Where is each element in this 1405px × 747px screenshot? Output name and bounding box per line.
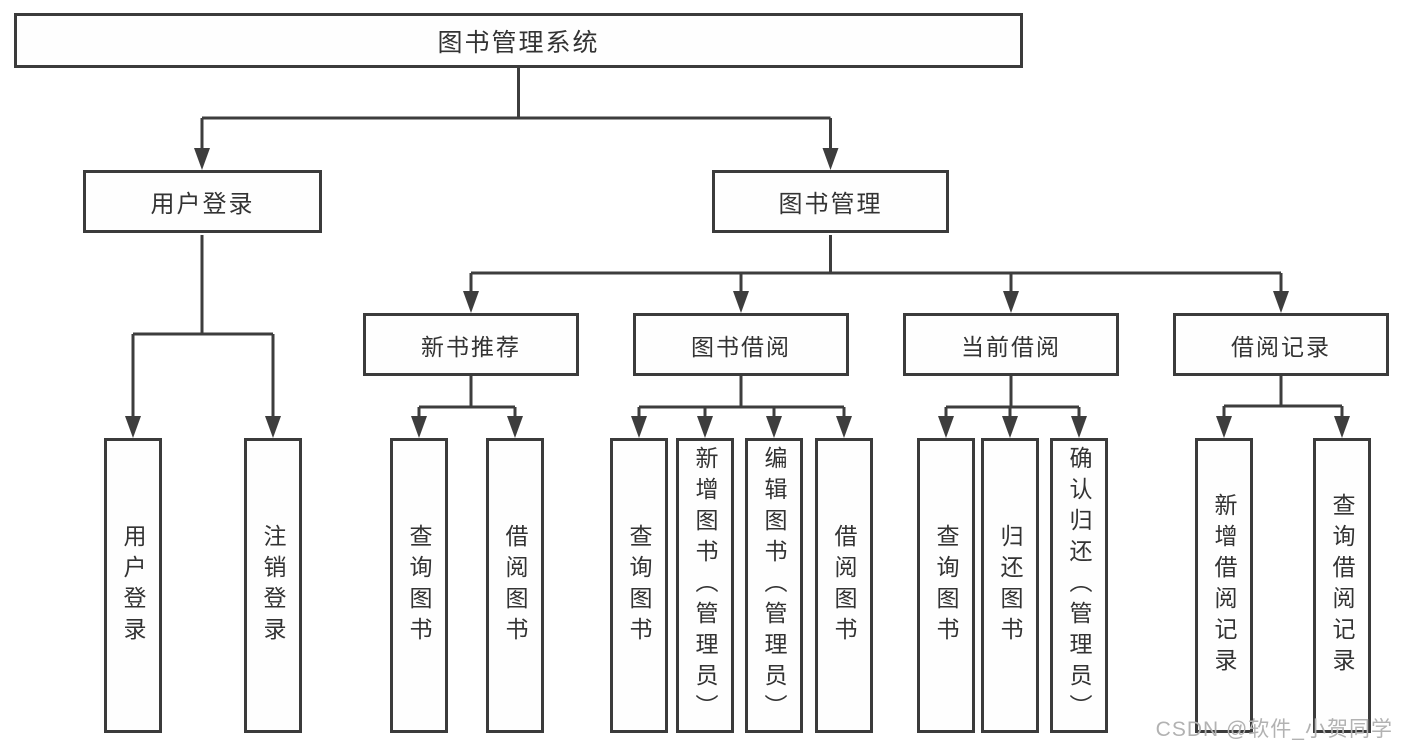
leaf-logout-label: 注销登录 (260, 523, 286, 648)
node-book-management: 图书管理 (712, 170, 949, 233)
leaf-borrow-books-recommend-label: 借阅图书 (502, 523, 528, 648)
leaf-user-login: 用户登录 (104, 438, 162, 733)
leaf-query-books-borrow-label: 查询图书 (626, 523, 652, 648)
node-book-management-label: 图书管理 (778, 191, 883, 218)
leaf-borrow-books-borrow-label: 借阅图书 (831, 523, 857, 648)
edge-user-login-to-leaves (131, 235, 275, 417)
node-root-book-management-system: 图书管理系统 (14, 13, 1023, 68)
edge-root-to-level2 (200, 68, 832, 149)
node-root-label: 图书管理系统 (437, 28, 600, 57)
leaf-user-login-label: 用户登录 (120, 523, 146, 648)
node-borrow-record-label: 借阅记录 (1231, 333, 1331, 360)
leaf-query-borrow-record-label: 查询借阅记录 (1329, 492, 1355, 679)
edge-borrow-record-to-leaves (1222, 376, 1344, 417)
leaf-add-book-admin-label: 新增图书（管理员） (692, 446, 718, 725)
leaf-confirm-return-admin: 确认归还（管理员） (1050, 438, 1108, 733)
node-new-book-recommend: 新书推荐 (363, 313, 579, 376)
leaf-borrow-books-recommend: 借阅图书 (486, 438, 544, 733)
edge-book-management-to-level3 (469, 235, 1283, 292)
edge-book-borrow-to-leaves (637, 376, 846, 417)
leaf-query-books-borrow: 查询图书 (610, 438, 668, 733)
leaf-query-books-current-label: 查询图书 (933, 523, 959, 648)
edge-current-borrow-to-leaves (944, 376, 1081, 417)
leaf-return-book: 归还图书 (981, 438, 1039, 733)
node-current-borrow-label: 当前借阅 (961, 333, 1061, 360)
leaf-edit-book-admin-label: 编辑图书（管理员） (761, 446, 787, 725)
node-book-borrow-label: 图书借阅 (691, 333, 791, 360)
leaf-add-borrow-record-label: 新增借阅记录 (1211, 492, 1237, 679)
leaf-query-books-recommend: 查询图书 (390, 438, 448, 733)
leaf-edit-book-admin: 编辑图书（管理员） (745, 438, 803, 733)
leaf-confirm-return-admin-label: 确认归还（管理员） (1066, 446, 1092, 725)
leaf-query-books-current: 查询图书 (917, 438, 975, 733)
leaf-borrow-books-borrow: 借阅图书 (815, 438, 873, 733)
leaf-query-borrow-record: 查询借阅记录 (1313, 438, 1371, 733)
leaf-logout: 注销登录 (244, 438, 302, 733)
node-borrow-record: 借阅记录 (1173, 313, 1389, 376)
leaf-add-book-admin: 新增图书（管理员） (676, 438, 734, 733)
node-user-login: 用户登录 (83, 170, 322, 233)
leaf-add-borrow-record: 新增借阅记录 (1195, 438, 1253, 733)
leaf-return-book-label: 归还图书 (997, 523, 1023, 648)
leaf-query-books-recommend-label: 查询图书 (406, 523, 432, 648)
node-book-borrow: 图书借阅 (633, 313, 849, 376)
node-user-login-label: 用户登录 (150, 191, 255, 218)
node-current-borrow: 当前借阅 (903, 313, 1119, 376)
csdn-watermark: CSDN @软件_小贺同学 (1155, 718, 1393, 741)
edge-new-book-recommend-to-leaves (417, 376, 517, 417)
node-new-book-recommend-label: 新书推荐 (421, 333, 521, 360)
